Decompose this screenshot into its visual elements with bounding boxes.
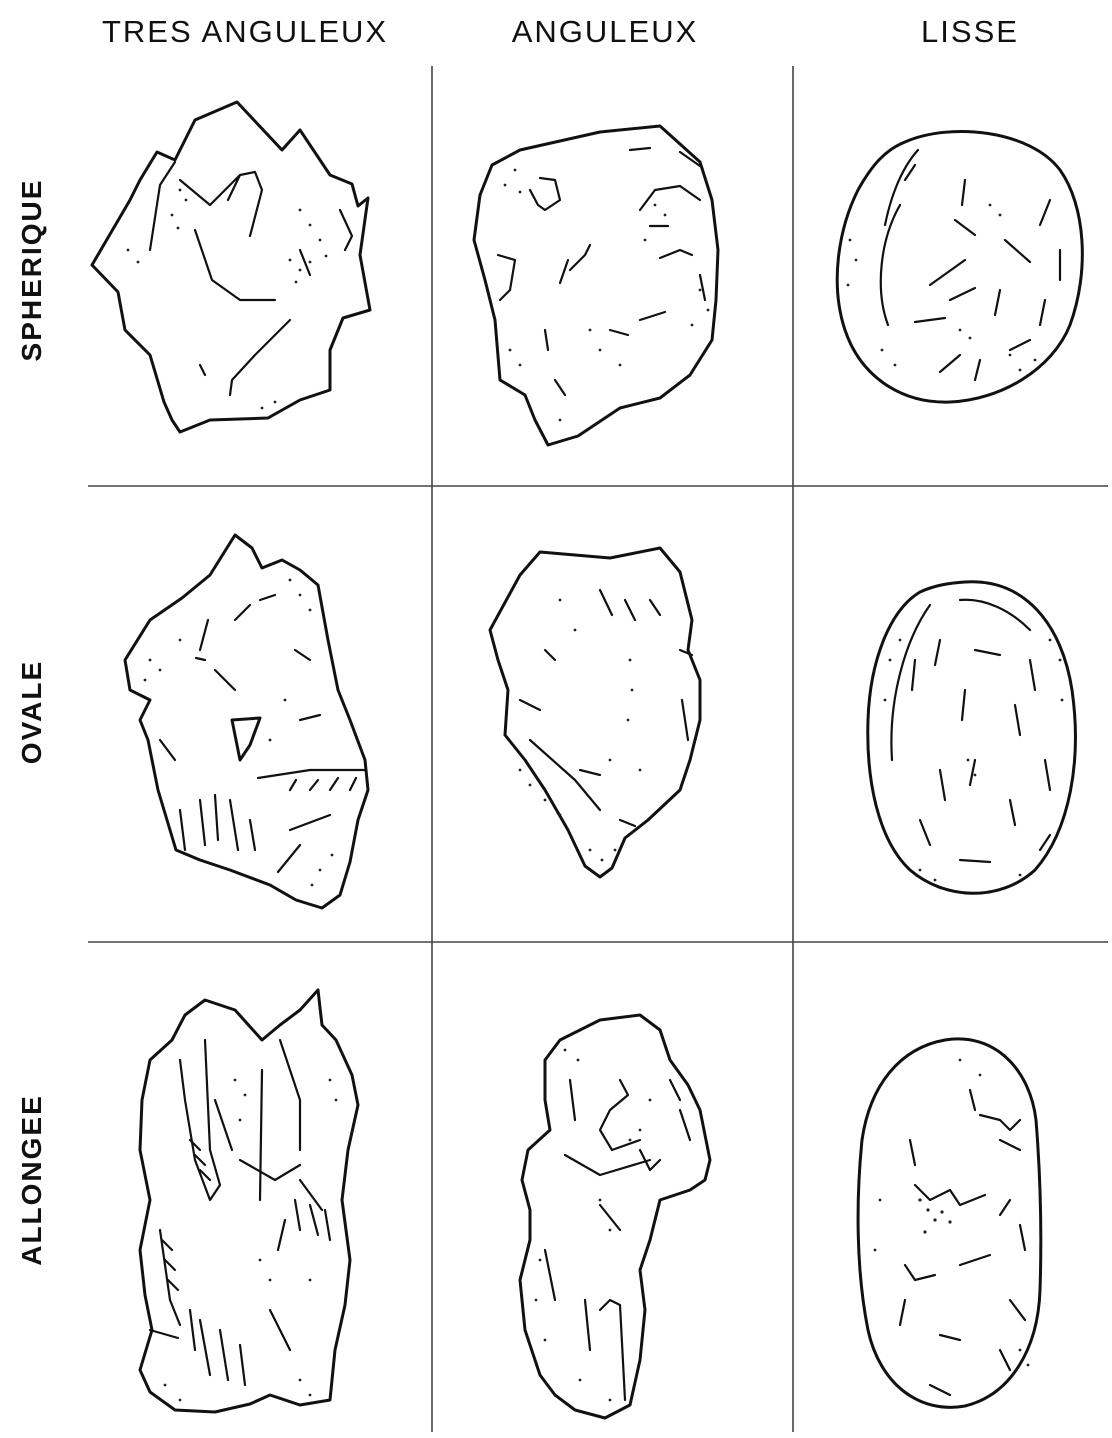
- grain-anguleux-spherique: [474, 126, 718, 445]
- stipple-texture: [884, 639, 1064, 882]
- grain-tres-anguleux-ovale: [125, 535, 368, 908]
- grain-anguleux-ovale: [490, 548, 700, 877]
- grain-lisse-ovale: [868, 582, 1076, 893]
- grain-anguleux-allongee: [520, 1015, 710, 1418]
- stipple-texture: [847, 204, 1037, 372]
- grain-tres-anguleux-allongee: [140, 990, 358, 1412]
- stipple-texture: [874, 1059, 1030, 1367]
- stipple-texture: [535, 1049, 652, 1402]
- grain-lisse-allongee: [858, 1039, 1041, 1407]
- grain-tres-anguleux-spherique: [92, 102, 370, 432]
- grain-lisse-spherique: [837, 131, 1082, 402]
